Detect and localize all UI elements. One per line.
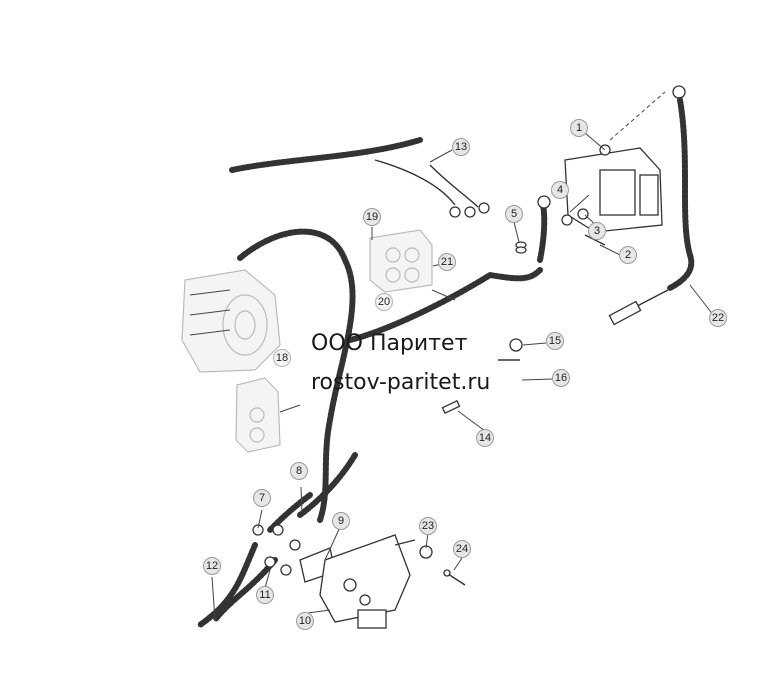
svg-text:3: 3: [594, 225, 600, 237]
callout-18: 18: [272, 348, 292, 368]
svg-text:8: 8: [296, 465, 302, 477]
svg-text:19: 19: [366, 211, 378, 223]
callout-10: 10: [296, 612, 314, 630]
callout-23: 23: [419, 517, 437, 535]
callout-8: 8: [290, 462, 308, 480]
svg-text:5: 5: [511, 208, 517, 220]
callout-4: 4: [551, 181, 569, 199]
svg-text:11: 11: [259, 589, 270, 601]
watermark-company: ООО Паритет: [311, 331, 468, 356]
callout-15: 15: [546, 332, 564, 350]
callout-7: 7: [253, 489, 271, 507]
svg-text:4: 4: [557, 184, 563, 196]
lower-harness: [197, 452, 358, 628]
block-18: [235, 377, 301, 453]
callout-9: 9: [332, 512, 350, 530]
harness-13: [229, 137, 490, 218]
terminal-block-10: [319, 534, 416, 629]
callout-22: 22: [709, 309, 727, 327]
svg-text:12: 12: [206, 560, 218, 572]
callout-20: 20: [374, 292, 394, 312]
svg-text:24: 24: [456, 543, 468, 555]
callout-11: 11: [256, 586, 274, 604]
callout-19: 19: [363, 208, 381, 226]
small-parts-right: [515, 208, 606, 254]
callout-24: 24: [453, 540, 471, 558]
callout-1: 1: [570, 119, 588, 137]
svg-text:15: 15: [549, 335, 561, 347]
callout-12: 12: [203, 557, 221, 575]
block-20: [369, 229, 456, 301]
callout-21: 21: [438, 253, 456, 271]
callout-2: 2: [619, 246, 637, 264]
callout-13: 13: [452, 138, 470, 156]
svg-text:16: 16: [555, 372, 567, 384]
main-harness: [237, 195, 551, 523]
svg-text:7: 7: [259, 492, 265, 504]
relay-box-1: [564, 91, 666, 233]
small-parts-middle: [441, 338, 523, 414]
harness-22: [608, 85, 695, 326]
svg-text:1: 1: [576, 122, 582, 134]
svg-text:23: 23: [422, 520, 434, 532]
svg-text:9: 9: [338, 515, 344, 527]
watermark-url: rostov-paritet.ru: [311, 370, 491, 395]
callout-3: 3: [588, 222, 606, 240]
svg-text:18: 18: [276, 352, 288, 364]
svg-text:14: 14: [479, 432, 491, 444]
svg-text:21: 21: [441, 256, 453, 268]
svg-text:2: 2: [625, 249, 631, 261]
callout-5: 5: [505, 205, 523, 223]
washer-bolt: [419, 545, 466, 586]
svg-text:20: 20: [378, 296, 390, 308]
svg-text:22: 22: [712, 312, 724, 324]
callout-14: 14: [476, 429, 494, 447]
alternator: [181, 269, 281, 373]
svg-text:10: 10: [299, 615, 311, 627]
svg-text:13: 13: [455, 141, 467, 153]
callout-16: 16: [552, 369, 570, 387]
